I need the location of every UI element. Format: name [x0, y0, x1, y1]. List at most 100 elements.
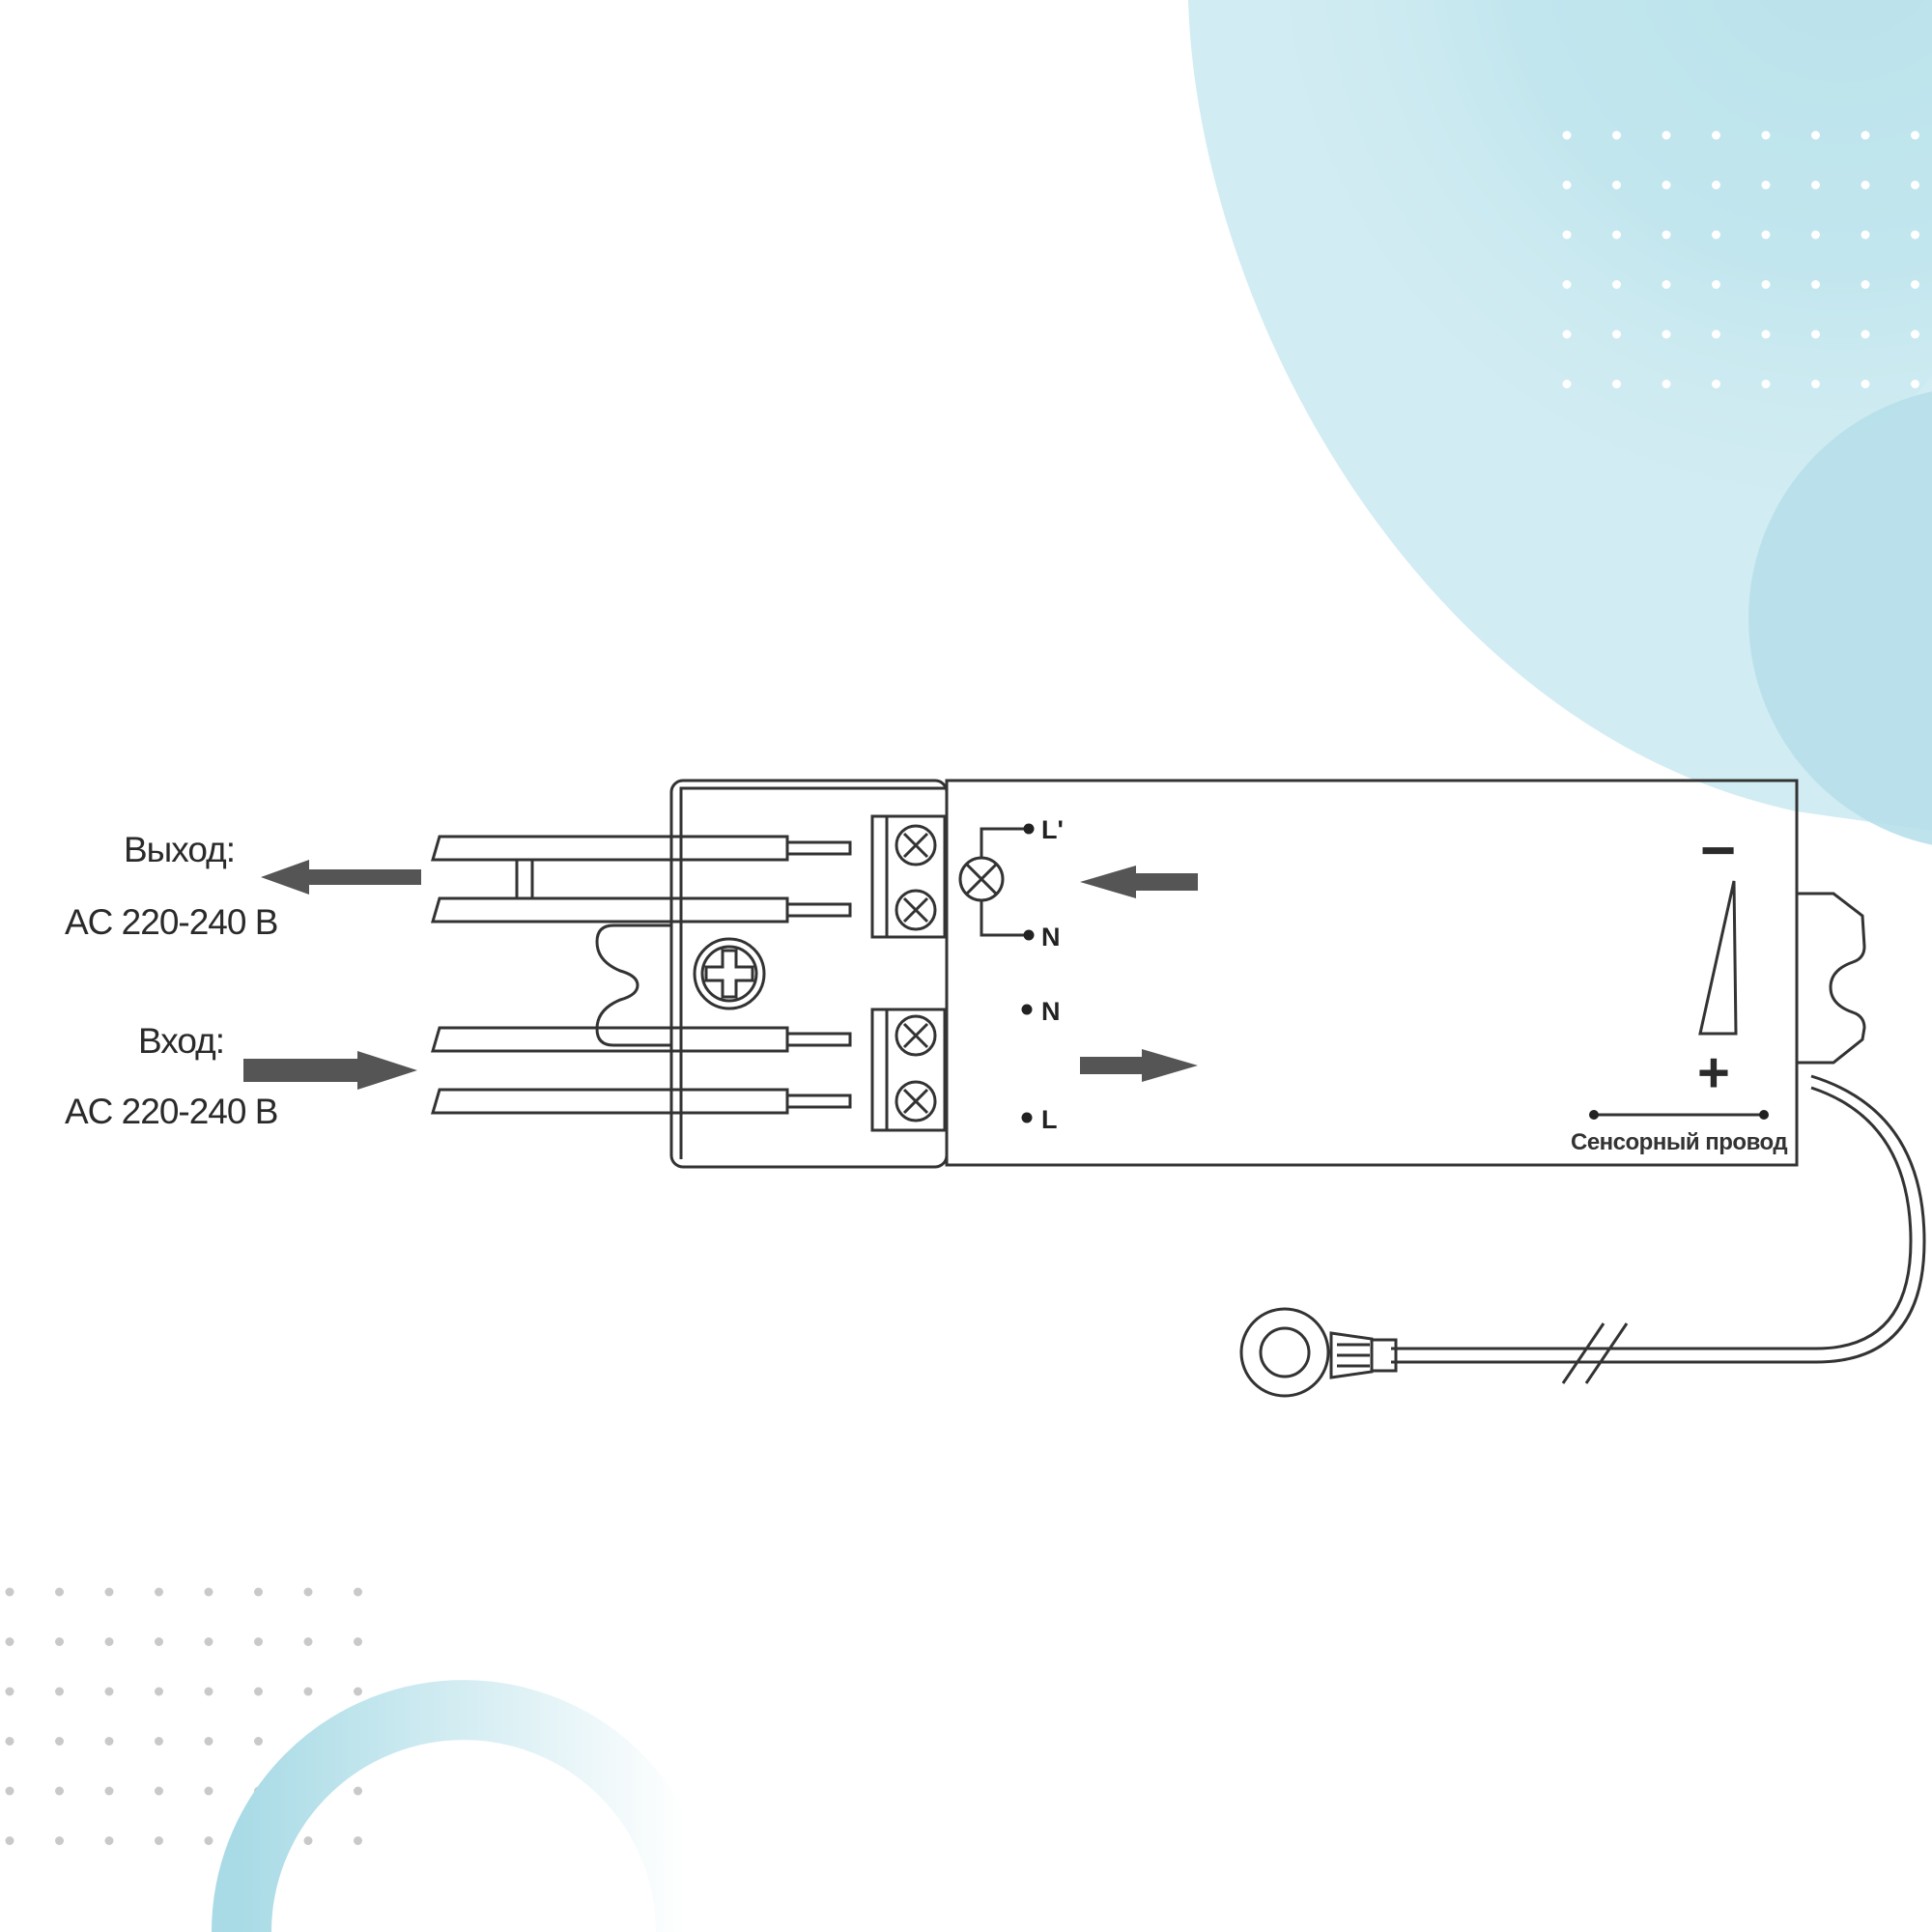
terminal-label-n-in: N	[1041, 997, 1061, 1026]
decorative-dot	[1562, 380, 1572, 388]
decorative-dot	[1712, 280, 1720, 289]
decorative-dot	[1562, 181, 1572, 189]
decorative-dot	[1761, 230, 1771, 240]
decorative-dot	[1712, 230, 1720, 240]
decorative-dot	[104, 1637, 114, 1646]
decorative-dot	[55, 1786, 64, 1796]
decorative-dot	[204, 1786, 213, 1796]
terminal-label-n-out: N	[1041, 923, 1061, 952]
wire-output-2	[431, 896, 789, 923]
decorative-dot	[1562, 230, 1572, 240]
decorative-dot	[1911, 380, 1919, 388]
decorative-dot	[1562, 329, 1572, 339]
decorative-dot	[1811, 181, 1820, 189]
background-ring	[212, 1680, 716, 1932]
terminal-screw-icon	[895, 889, 937, 931]
terminal-dot	[1021, 1004, 1033, 1015]
terminal-block-top	[870, 814, 947, 939]
decorative-dot	[55, 1637, 64, 1646]
wire-clip	[515, 858, 534, 900]
decorative-dot	[1712, 130, 1720, 140]
lamp-icon	[958, 856, 1005, 902]
terminal-screw-icon	[895, 824, 937, 867]
decorative-dot	[55, 1737, 64, 1746]
decorative-dot	[1612, 181, 1621, 189]
decorative-dot	[1811, 130, 1820, 140]
terminal-label-l-prime: L'	[1041, 815, 1064, 844]
decorative-dot	[254, 1687, 263, 1696]
load-circuit: L' N N L	[958, 815, 1064, 1134]
decorative-dot	[5, 1637, 14, 1646]
decorative-dot	[1612, 230, 1621, 240]
decorative-dot	[1761, 380, 1771, 388]
decorative-dot	[1612, 130, 1621, 140]
decorative-dot	[254, 1587, 263, 1597]
decorative-dot	[1911, 230, 1919, 240]
decorative-dot	[1662, 380, 1671, 388]
decorative-dot	[354, 1587, 362, 1597]
sensitivity-minus-label: −	[1700, 815, 1736, 885]
output-wires	[431, 835, 852, 923]
output-title: Выход:	[124, 830, 235, 869]
decorative-dot	[104, 1836, 114, 1845]
terminal-block-bottom	[870, 1008, 947, 1132]
decorative-dot	[5, 1687, 14, 1696]
sensor-wire-label: Сенсорный провод	[1571, 1129, 1787, 1155]
decorative-dot	[104, 1587, 114, 1597]
input-arrow-icon	[243, 1051, 417, 1090]
decorative-dot	[1861, 280, 1870, 289]
decorative-dot	[1761, 181, 1771, 189]
input-wires	[431, 1026, 852, 1115]
background-blob-edge	[1188, 0, 1932, 831]
decorative-dot	[204, 1687, 213, 1696]
decorative-dot	[1761, 329, 1771, 339]
decorative-dot	[1662, 130, 1671, 140]
decorative-dot	[1911, 329, 1919, 339]
decorative-dot	[1861, 130, 1870, 140]
decorative-dot	[204, 1587, 213, 1597]
sensitivity-adjuster: − +	[1697, 815, 1738, 1104]
cable-break-mark	[1561, 1322, 1629, 1384]
decorative-dot	[1761, 280, 1771, 289]
sensitivity-wedge-icon	[1698, 880, 1738, 1036]
decorative-dot	[1612, 329, 1621, 339]
decorative-dot	[55, 1587, 64, 1597]
decorative-dot	[5, 1786, 14, 1796]
housing-main-body	[945, 779, 1799, 1167]
decorative-dot	[5, 1836, 14, 1845]
terminal-label-l-in: L	[1041, 1105, 1058, 1134]
terminal-dot	[1023, 823, 1035, 835]
sensitivity-plus-label: +	[1697, 1041, 1730, 1104]
decorative-dot	[354, 1637, 362, 1646]
decorative-dot	[55, 1836, 64, 1845]
supply-arrow-icon	[1080, 1049, 1198, 1082]
wire-input-2	[431, 1088, 789, 1115]
decorative-dot	[155, 1637, 163, 1646]
decorative-dot	[1811, 280, 1820, 289]
dot-grid-top	[1562, 130, 1919, 388]
decorative-dot	[104, 1687, 114, 1696]
decorative-dot	[1911, 280, 1919, 289]
decorative-dot	[303, 1637, 313, 1646]
decorative-dot	[1861, 181, 1870, 189]
labels: Выход: AC 220-240 B Вход: AC 220-240 B	[65, 830, 278, 1131]
decorative-dot	[1811, 230, 1820, 240]
decorative-dot	[1761, 130, 1771, 140]
housing-inner-frame	[679, 786, 945, 1159]
decorative-dot	[354, 1786, 362, 1796]
ring-terminal-icon	[1239, 1307, 1330, 1398]
decorative-dot	[1612, 380, 1621, 388]
decorative-dot	[1861, 380, 1870, 388]
terminal-dot	[1023, 929, 1035, 941]
decorative-dot	[5, 1587, 14, 1597]
decorative-dot	[1811, 380, 1820, 388]
decorative-dot	[155, 1687, 163, 1696]
background-small-circle	[1748, 391, 1932, 845]
output-arrow-icon	[261, 860, 421, 895]
decorative-dot	[1911, 181, 1919, 189]
terminal-screw-icon	[895, 1014, 937, 1057]
decorative-dot	[204, 1637, 213, 1646]
input-title: Вход:	[138, 1021, 224, 1061]
decorative-dot	[354, 1836, 362, 1845]
